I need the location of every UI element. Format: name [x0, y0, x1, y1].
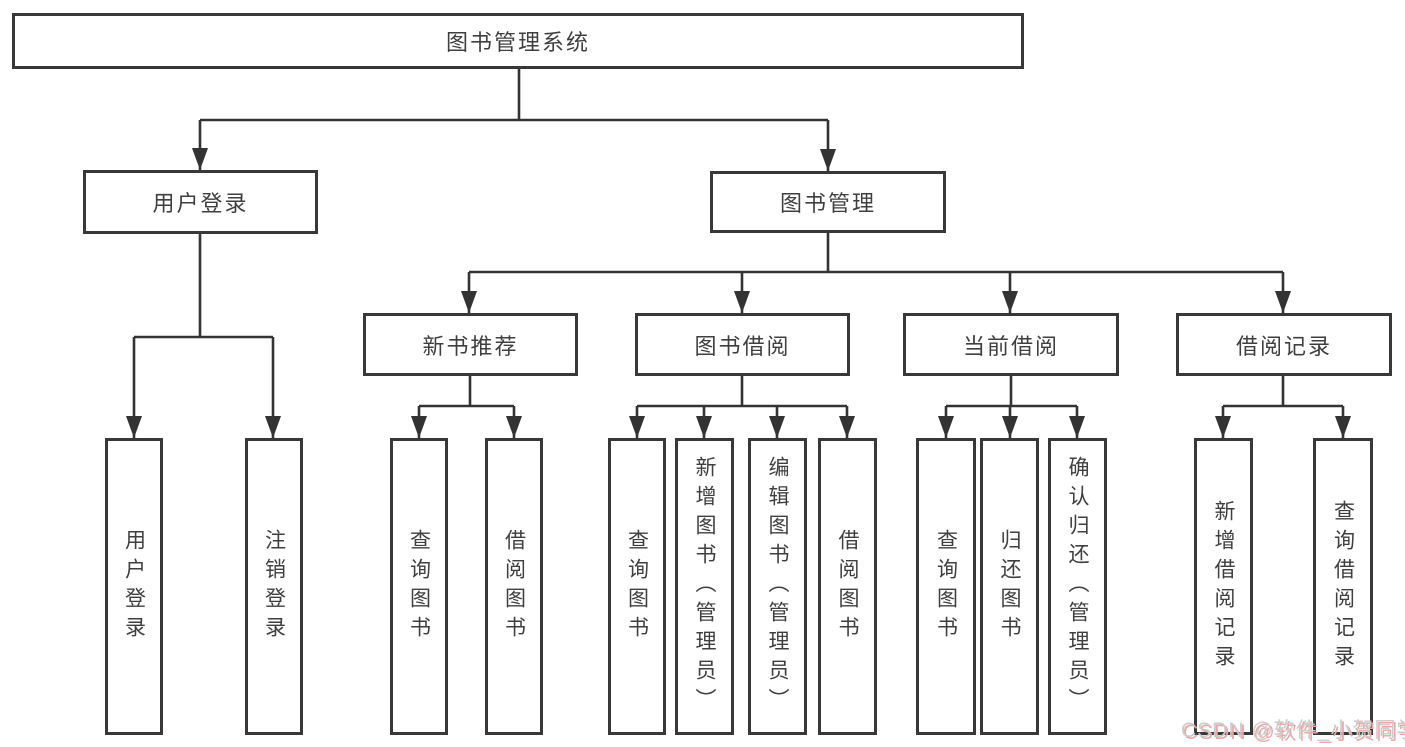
- node-label: 编辑图书（管理员）: [766, 456, 789, 717]
- leaf-query-books-current: 查询图书: [916, 438, 976, 735]
- node-book-borrow: 图书借阅: [635, 313, 850, 376]
- arrow-icon: [839, 416, 855, 438]
- connector-root-trunk: [198, 64, 830, 171]
- arrow-icon: [1335, 416, 1351, 438]
- arrow-icon: [938, 416, 954, 438]
- node-label: 新增图书（管理员）: [693, 456, 716, 717]
- arrowheads: [126, 148, 1351, 438]
- connector-user-login: [132, 229, 275, 438]
- node-label: 图书借阅: [694, 333, 791, 359]
- node-label: 图书管理: [779, 191, 876, 216]
- connector-book-management: [467, 228, 1285, 313]
- arrow-icon: [265, 416, 281, 438]
- node-label: 查询借阅记录: [1331, 499, 1355, 674]
- node-user-login: 用户登录: [83, 170, 318, 234]
- node-label: 当前借阅: [962, 333, 1059, 359]
- node-label: 注销登录: [262, 528, 286, 645]
- arrow-icon: [1275, 291, 1291, 313]
- leaf-query-books-recommend: 查询图书: [390, 438, 448, 735]
- leaf-query-books-borrow: 查询图书: [608, 438, 666, 735]
- leaf-edit-books-admin: 编辑图书（管理员）: [748, 438, 807, 735]
- node-new-book-recommend: 新书推荐: [363, 313, 578, 376]
- node-label: 用户登录: [122, 528, 146, 645]
- arrow-icon: [411, 416, 427, 438]
- arrow-icon: [820, 149, 836, 171]
- node-label: 归还图书: [998, 528, 1021, 645]
- arrow-icon: [696, 416, 712, 438]
- arrow-icon: [126, 416, 142, 438]
- arrow-icon: [1002, 416, 1018, 438]
- node-book-management: 图书管理: [710, 171, 946, 233]
- arrow-icon: [769, 416, 785, 438]
- node-label: 查询图书: [407, 528, 431, 645]
- arrow-icon: [734, 291, 750, 313]
- leaf-borrow-books-recommend: 借阅图书: [485, 438, 543, 735]
- leaf-add-books-admin: 新增图书（管理员）: [675, 438, 734, 735]
- node-root-system: 图书管理系统: [12, 13, 1024, 69]
- node-label: 新书推荐: [422, 333, 519, 359]
- connector-new-book-recommend: [417, 371, 516, 438]
- connector-book-borrow: [635, 371, 849, 438]
- node-label: 确认归还（管理员）: [1066, 456, 1089, 717]
- arrow-icon: [506, 416, 522, 438]
- arrow-icon: [629, 416, 645, 438]
- arrow-icon: [461, 291, 477, 313]
- arrow-icon: [1002, 291, 1018, 313]
- node-label: 借阅图书: [836, 528, 859, 645]
- node-label: 查询图书: [934, 528, 958, 645]
- node-borrow-records: 借阅记录: [1176, 313, 1392, 376]
- leaf-query-borrow-record: 查询借阅记录: [1313, 438, 1373, 735]
- node-label: 用户登录: [152, 191, 249, 216]
- node-label: 新增借阅记录: [1212, 499, 1235, 674]
- leaf-add-borrow-record: 新增借阅记录: [1194, 438, 1253, 735]
- node-label: 借阅记录: [1235, 333, 1332, 359]
- node-label: 借阅图书: [502, 528, 526, 645]
- leaf-user-login: 用户登录: [105, 438, 163, 735]
- node-current-borrow: 当前借阅: [903, 313, 1119, 376]
- leaf-return-books: 归还图书: [980, 438, 1039, 735]
- node-label: 查询图书: [625, 528, 649, 645]
- node-label: 图书管理系统: [445, 30, 590, 55]
- leaf-borrow-books: 借阅图书: [818, 438, 877, 735]
- arrow-icon: [192, 148, 208, 170]
- leaf-logout: 注销登录: [245, 438, 303, 735]
- arrow-icon: [1215, 416, 1231, 438]
- leaf-confirm-return-admin: 确认归还（管理员）: [1048, 438, 1107, 735]
- arrow-icon: [1069, 416, 1085, 438]
- csdn-watermark: CSDN @软件_小贺同学: [1181, 719, 1405, 742]
- connector-borrow-records: [1221, 371, 1345, 438]
